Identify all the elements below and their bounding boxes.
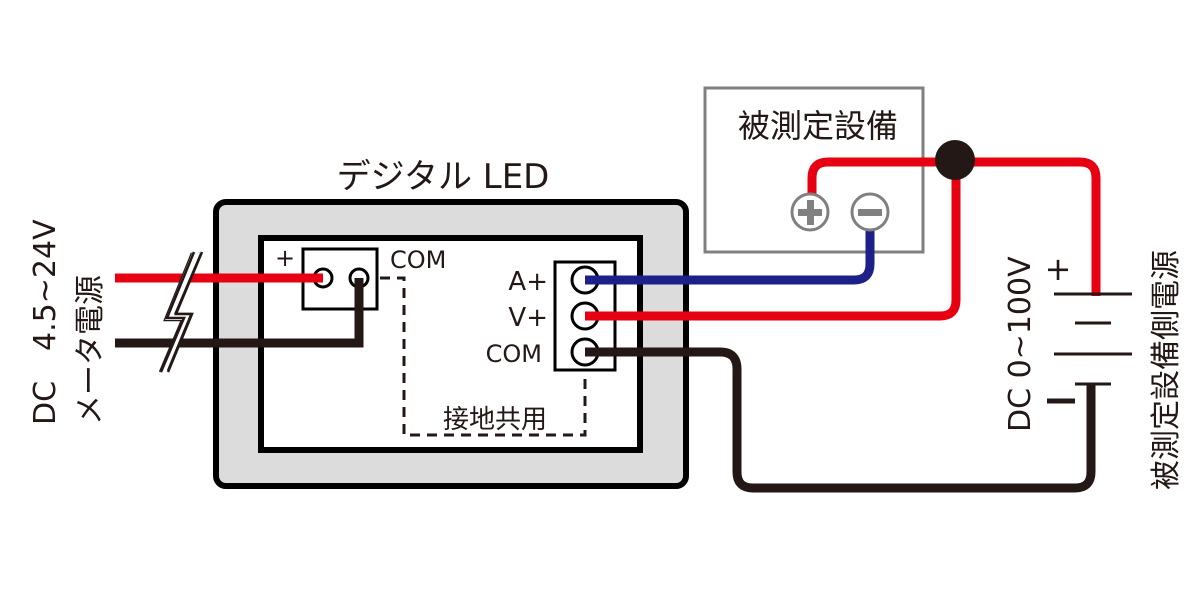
device-under-test-title: 被測定設備 — [738, 107, 898, 145]
plus-terminal-icon[interactable] — [790, 192, 830, 232]
supply-plus-label: + — [1045, 250, 1072, 288]
power-com-label: COM — [390, 246, 446, 274]
terminal-a-plus-label: A+ — [508, 267, 548, 297]
terminal-com-label: COM — [486, 340, 542, 368]
meter-title: デジタル LED — [337, 157, 550, 197]
common-ground-dashed-line — [380, 276, 587, 437]
meter-power-voltage-label: DC 4.5~24V — [28, 219, 63, 425]
power-plus-label: + — [275, 244, 295, 272]
common-wire — [585, 347, 1096, 493]
current-signal-wire — [585, 228, 875, 285]
voltage-signal-wire — [585, 162, 961, 321]
junction-node — [935, 140, 975, 180]
battery-symbol-icon — [1054, 292, 1132, 386]
common-ground-label: 接地共用 — [443, 405, 547, 435]
device-supply-voltage-label: DC 0~100V — [1003, 256, 1038, 432]
minus-terminal-icon[interactable] — [850, 192, 890, 232]
terminal-v-plus-label: V+ — [508, 303, 548, 333]
meter-power-minus-wire — [115, 278, 364, 348]
device-supply-name-label: 被測定設備側電源 — [1149, 250, 1184, 490]
meter-power-name-label: メータ電源 — [73, 275, 108, 425]
